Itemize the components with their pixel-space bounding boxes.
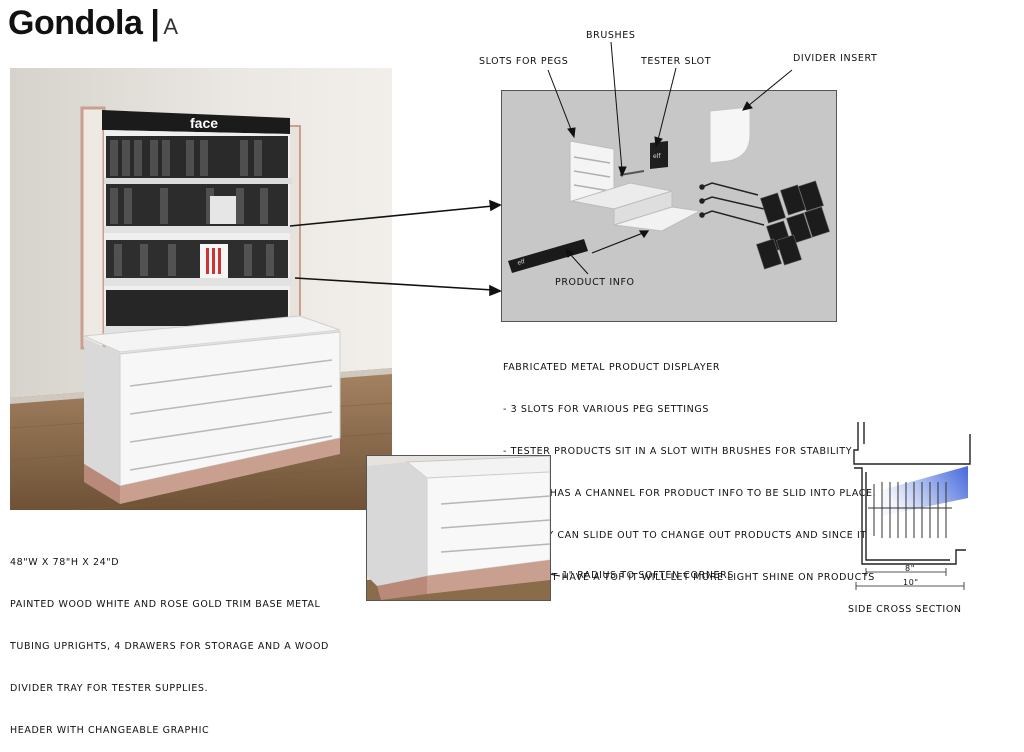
corner-radius-detail	[366, 455, 551, 601]
callout-brushes: BRUSHES	[586, 30, 636, 41]
dimension-10in: 10"	[903, 578, 919, 587]
callout-tester-slot: TESTER SLOT	[641, 56, 712, 67]
displayer-note-line: - FRONT HAS A CHANNEL FOR PRODUCT INFO T…	[503, 488, 877, 499]
callout-slots-for-pegs: SLOTS FOR PEGS	[479, 56, 569, 67]
displayer-note-line: - 3 SLOTS FOR VARIOUS PEG SETTINGS	[503, 404, 709, 415]
gondola-note-line: 48"W x 78"H x 24"D	[10, 557, 120, 568]
displayer-notes: FABRICATED METAL PRODUCT DISPLAYER - 3 S…	[503, 333, 876, 599]
side-cross-section-svg	[853, 422, 971, 590]
gondola-render: face	[10, 68, 392, 510]
displayer-note-line: - TESTER PRODUCTS SIT IN A SLOT WITH BRU…	[503, 446, 853, 457]
displayer-detail-svg: elf elf	[508, 106, 830, 273]
page-title: Gondola|A	[8, 4, 178, 43]
title-separator: |	[150, 4, 160, 42]
display-header-text: face	[190, 115, 218, 131]
callout-divider-insert: DIVIDER INSERT	[793, 53, 878, 64]
tester-brand-mark: elf	[653, 153, 661, 160]
callout-side-cross-section: SIDE CROSS SECTION	[848, 604, 962, 615]
callout-product-info: PRODUCT INFO	[555, 277, 635, 288]
displayer-note-line: FABRICATED METAL PRODUCT DISPLAYER	[503, 362, 721, 373]
dimension-8in: 8"	[905, 564, 915, 573]
gondola-note-line: TUBING UPRIGHTS, 4 DRAWERS FOR STORAGE A…	[10, 641, 329, 652]
side-cross-section	[846, 420, 976, 592]
gondola-note-line: DIVIDER TRAY FOR TESTER SUPPLIES.	[10, 683, 209, 694]
gondola-note-line: PAINTED WOOD WHITE AND ROSE GOLD TRIM BA…	[10, 599, 321, 610]
gondola-note-line: HEADER WITH CHANGEABLE GRAPHIC	[10, 725, 210, 736]
gondola-render-svg: face	[10, 68, 392, 510]
title-sub: A	[163, 14, 178, 39]
callout-radius: 1" RADIUS TO SOFTEN CORNERS	[562, 570, 734, 581]
corner-radius-svg	[367, 456, 550, 600]
displayer-note-line: - DISPLAY CAN SLIDE OUT TO CHANGE OUT PR…	[503, 530, 867, 541]
product-info-brand-mark: elf	[517, 258, 527, 267]
gondola-notes: 48"W x 78"H x 24"D PAINTED WOOD WHITE AN…	[10, 528, 329, 752]
displayer-detail-panel: elf elf	[501, 90, 837, 322]
title-main: Gondola	[8, 4, 143, 42]
